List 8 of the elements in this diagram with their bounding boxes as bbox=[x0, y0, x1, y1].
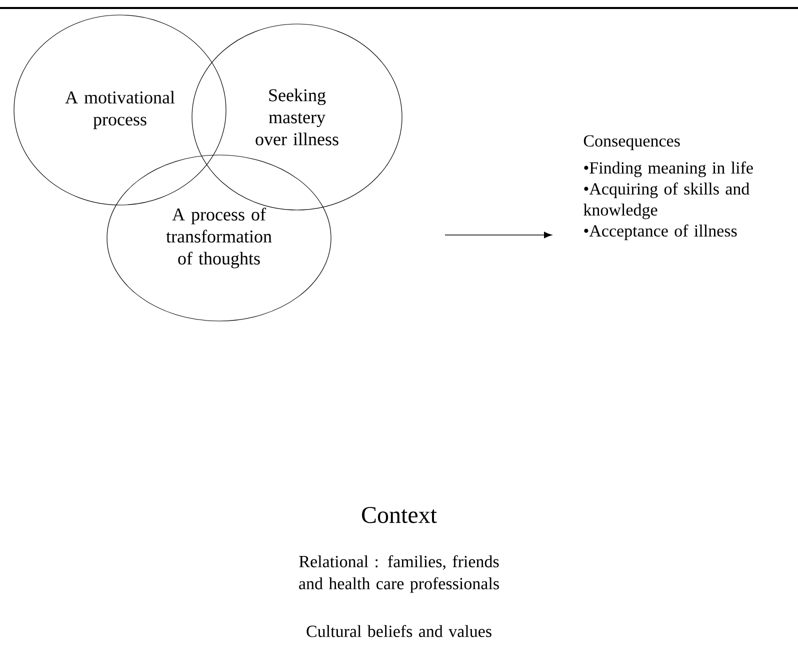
heading: Consequences bbox=[584, 135, 680, 150]
context-text: Relational : families, friends and health care professionals bbox=[299, 555, 499, 593]
bullet-item: •Acquiring of skills and knowledge bbox=[584, 182, 750, 220]
arrow bbox=[444, 232, 552, 238]
context-heading: Context bbox=[362, 506, 437, 524]
bullet-item: •Acceptance of illness bbox=[584, 224, 737, 240]
bullet-item: •Finding meaning in life bbox=[584, 162, 753, 178]
context-text: Cultural beliefs and values bbox=[306, 624, 492, 638]
